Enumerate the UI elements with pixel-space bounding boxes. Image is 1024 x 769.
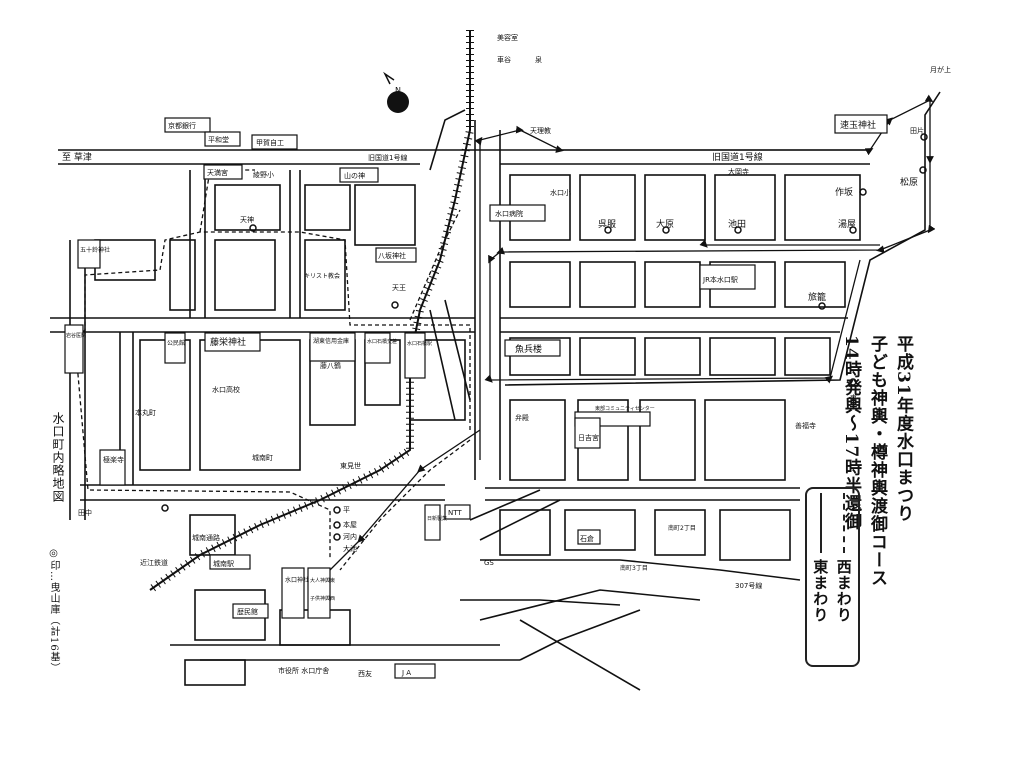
label-minakuchi-ishibashi-st: 水口石橋駅 — [407, 340, 432, 347]
label-higashi-mise: 東見世 — [340, 461, 361, 470]
label-heiwado: 平和堂 — [208, 135, 229, 144]
label-minakuchi-hosp: 水口病院 — [495, 209, 523, 218]
map-labels: 至 草津 京都銀行 平和堂 甲賀自工 旧国道1号線 旧国道1号線 天満宮 綾野小… — [62, 33, 951, 678]
legend-label-east: 東まわり — [811, 559, 830, 623]
label-hayatama: 速玉神社 — [840, 119, 876, 131]
label-kouei: 公民館 — [167, 339, 185, 347]
label-fujiei: 藤栄神社 — [210, 336, 246, 348]
title-line-2: 子ども神輿・樽神輿渡御コース — [867, 335, 887, 587]
label-route307: 307号線 — [735, 581, 762, 590]
label-minakuchi-ishibashi: 水口石橋交差 — [367, 338, 397, 345]
label-minami-3: 南町3丁目 — [620, 564, 648, 572]
label-nishitomo: 西友 — [358, 669, 372, 678]
title-line-3: 14時発輿〜17時半還御 — [841, 335, 861, 531]
label-tenrikyo: 天理教 — [530, 126, 551, 135]
railway — [147, 30, 474, 594]
label-sakusaka: 作坂 — [835, 186, 853, 198]
label-jr-station: JR本水口駅 — [702, 275, 738, 284]
label-gs: GS — [484, 559, 494, 567]
label-tenmangu: 天満宮 — [207, 168, 228, 177]
legend-item-west: 西まわり — [834, 493, 855, 661]
label-izumi: 泉 — [535, 55, 542, 64]
label-jonan-road: 城南通路 — [192, 533, 220, 542]
label-jonan-st: 城南駅 — [213, 559, 234, 568]
label-hei: 平 — [343, 506, 350, 514]
route-east — [329, 94, 936, 571]
legend-solid-line — [819, 493, 822, 553]
label-honya: 本屋 — [343, 520, 357, 529]
label-hiyoshi: 日吉宮 — [578, 433, 599, 442]
labeled-boxes — [64, 114, 888, 679]
yama-markers — [161, 133, 928, 541]
label-ayano-es: 綾野小 — [253, 170, 274, 179]
label-konan-shinkin: 湖東信用金庫 — [313, 337, 349, 345]
label-tsukigakami: 月が上 — [930, 65, 951, 74]
legend-label-west: 西まわり — [834, 559, 853, 623]
label-yasaka: 八坂神社 — [378, 251, 406, 260]
north-label: N — [395, 86, 401, 95]
title-line-1: 平成31年度水口まつり — [893, 335, 913, 523]
label-yuya: 湯屋 — [838, 219, 856, 230]
label-rekimin: 歴民館 — [237, 607, 258, 616]
legend-item-east: 東まわり — [810, 493, 831, 661]
label-jonan-cho: 城南町 — [252, 453, 273, 462]
label-higashibu-center: 東部コミュニティセンター — [595, 405, 655, 412]
label-gokurakuji: 極楽寺 — [103, 455, 124, 464]
label-kusatsu: 至 草津 — [62, 151, 92, 163]
label-minakuchi-hs: 水口高校 — [212, 385, 240, 394]
label-denpen: 田片 — [910, 126, 924, 135]
label-tanaka: 田中 — [78, 508, 92, 517]
label-kids-west: 子供神輿西 — [310, 595, 335, 602]
label-ooike: 大池 — [343, 544, 357, 553]
label-honmaru: 本丸町 — [135, 408, 156, 417]
legend: 東まわり 西まわり — [805, 487, 860, 667]
label-fujihachi: 藤八鶴 — [320, 361, 341, 370]
label-higashi: 東 — [850, 393, 857, 402]
label-kyoto-bank: 京都銀行 — [168, 121, 196, 130]
legend-dashed-line — [843, 493, 846, 553]
north-marker: N — [383, 71, 409, 113]
label-ishikura: 石倉 — [580, 534, 594, 543]
title-block: 平成31年度水口まつり 子ども神輿・樽神輿渡御コース 14時発輿〜17時半還御 — [840, 335, 914, 680]
label-uohei: 魚兵楼 — [515, 343, 542, 355]
label-minakuchi-es: 水口小 — [550, 188, 571, 197]
label-tenno: 天王 — [392, 284, 406, 292]
label-tenjin: 天神 — [240, 215, 254, 224]
map-title: 水口町内略地図 — [51, 412, 65, 503]
label-minami-2: 南町2丁目 — [668, 524, 696, 532]
label-christ-church: キリスト教会 — [304, 272, 340, 280]
label-ohara: 大原 — [656, 218, 674, 230]
label-omi-railway: 近江鉄道 — [140, 558, 168, 567]
label-iwatani-hosp: 岩谷医院 — [66, 332, 86, 339]
label-daidoji: 大岡寺 — [728, 167, 749, 176]
label-matsubara: 松原 — [900, 176, 918, 188]
label-old-route1-right: 旧国道1号線 — [712, 151, 763, 163]
label-city-office: 市役所 水口庁舎 — [278, 666, 329, 675]
label-zenpukuji: 善福寺 — [795, 421, 816, 430]
label-shako: 車谷 — [497, 55, 511, 64]
label-nisshin: 日新製菓 — [427, 515, 447, 522]
label-hatago: 旅籠 — [808, 291, 826, 303]
label-gofuku: 呉服 — [598, 219, 616, 230]
label-koka-jiko: 甲賀自工 — [256, 138, 284, 147]
label-isuzu: 五十鈴神社 — [80, 246, 110, 254]
label-ntt: NTT — [448, 509, 462, 517]
label-bentenden: 弁殿 — [515, 413, 529, 422]
label-yamanokami: 山の神 — [344, 171, 365, 180]
key-note: ◎印…曳山庫（計16基） — [48, 548, 59, 674]
label-biyoin: 美容室 — [497, 33, 518, 42]
label-ja: J A — [401, 669, 411, 677]
label-kids-east: 大人神輿東 — [310, 577, 335, 584]
label-minakuchi-jinja: 水口神社 — [285, 576, 309, 584]
label-old-route1-left: 旧国道1号線 — [368, 153, 407, 162]
label-kawachi: 河内 — [343, 532, 357, 541]
label-ikeda: 池田 — [728, 218, 746, 230]
